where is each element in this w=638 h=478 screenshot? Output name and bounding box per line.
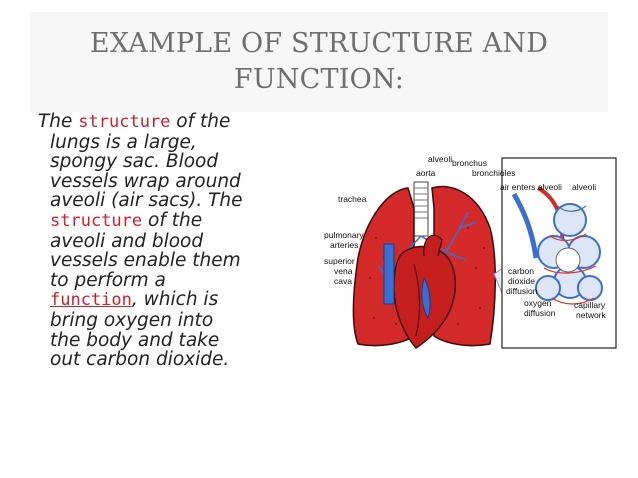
label-aorta: aorta xyxy=(416,168,436,178)
body-line-13: out carbon dioxide. xyxy=(50,349,230,371)
heart-vein xyxy=(421,276,431,320)
body-text-span: The xyxy=(38,111,79,132)
label-vena: vena xyxy=(334,266,353,276)
trachea-shape xyxy=(413,181,429,237)
label-dioxide: dioxide xyxy=(508,276,535,286)
label-diffusion-1: diffusion xyxy=(506,286,538,296)
label-air-enters: air enters alveoli xyxy=(500,182,562,192)
lungs-heart-diagram: alveoli bronchus aorta bronchioles trach… xyxy=(324,154,617,349)
vena-cava-shape xyxy=(383,243,395,305)
body-line-6: structure of the xyxy=(38,211,308,232)
label-superior: superior xyxy=(324,256,355,266)
label-pulmonary: pulmonary xyxy=(324,230,364,240)
label-cava: cava xyxy=(334,276,352,286)
body-line-12: the body and take xyxy=(50,329,220,351)
label-alveoli-top: alveoli xyxy=(428,154,452,164)
label-trachea: trachea xyxy=(338,194,367,204)
body-line-11: bring oxygen into xyxy=(50,309,214,331)
body-line-4: vessels wrap around xyxy=(50,170,241,192)
body-paragraph: The structure of the lungs is a large, s… xyxy=(38,112,308,370)
body-line-7: aveoli and blood xyxy=(50,230,204,252)
label-oxygen: oxygen xyxy=(524,298,552,308)
aorta-shape xyxy=(423,234,443,257)
keyword-function: function xyxy=(50,290,132,311)
keyword-structure: structure xyxy=(78,112,171,132)
body-line-2: lungs is a large, xyxy=(50,131,197,153)
label-diffusion-2: diffusion xyxy=(524,308,556,318)
body-line-8: vessels enable them xyxy=(50,250,241,272)
body-line-10: function, which is xyxy=(38,290,308,311)
label-carbon: carbon xyxy=(508,266,534,276)
title-band xyxy=(30,12,608,112)
label-network: network xyxy=(576,310,607,320)
body-line-1: The structure of the xyxy=(38,112,308,133)
title-line-2: FUNCTION: xyxy=(233,64,405,95)
label-alveoli-right: alveoli xyxy=(572,182,596,192)
label-bronchus: bronchus xyxy=(452,158,487,168)
body-text-span: , which is xyxy=(131,289,219,311)
label-capillary: capillary xyxy=(574,300,606,310)
body-line-5: aveoli (air sacs). The xyxy=(50,190,243,212)
body-text-span: of the xyxy=(170,111,231,132)
label-arteries: arteries xyxy=(330,240,358,250)
alveoli-cluster xyxy=(511,186,603,305)
body-text-span: of the xyxy=(142,209,203,231)
body-line-3: spongy sac. Blood xyxy=(50,151,219,173)
slide-title: EXAMPLE OF STRUCTURE AND FUNCTION: xyxy=(30,26,608,98)
keyword-structure: structure xyxy=(50,210,143,231)
label-bronchioles: bronchioles xyxy=(472,168,515,178)
body-line-9: to perform a xyxy=(50,269,166,291)
title-line-1: EXAMPLE OF STRUCTURE AND xyxy=(89,28,549,59)
